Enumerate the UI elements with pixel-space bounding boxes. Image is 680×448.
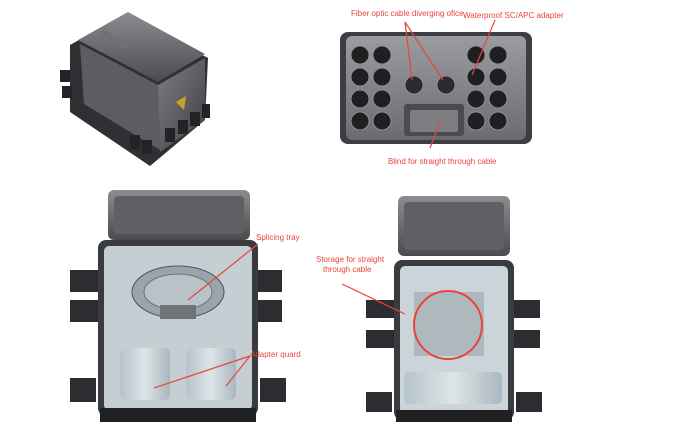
port-left-2-1 <box>372 89 392 109</box>
port-right-3-0 <box>466 111 486 131</box>
port-left-3-1 <box>372 111 392 131</box>
label-storage-line1: Storage for straight <box>316 255 385 264</box>
label-splicing-tray: Splicing tray <box>256 233 300 242</box>
label-blind: Blind for straight through cable <box>388 157 497 166</box>
label-waterproof-adapter: Waterproof SC/APC adapter <box>463 11 564 20</box>
callout-lines <box>153 19 496 389</box>
port-right-0-1 <box>488 45 508 65</box>
port-left-1-1 <box>372 67 392 87</box>
port-right-0-0 <box>466 45 486 65</box>
port-right-1-1 <box>488 67 508 87</box>
port-right-3-1 <box>488 111 508 131</box>
port-grid-right <box>466 45 508 131</box>
center-diverging-ports <box>404 75 456 95</box>
port-left-1-0 <box>350 67 370 87</box>
port-left-2-0 <box>350 89 370 109</box>
port-right-2-0 <box>466 89 486 109</box>
port-grid-left <box>350 45 392 131</box>
port-left-0-0 <box>350 45 370 65</box>
label-fiber-optic: Fiber optic cable diverging ofice <box>351 9 464 18</box>
label-adapter-quard: Adapter quard <box>250 350 301 359</box>
closed-enclosure-3d <box>60 12 210 166</box>
port-right-2-1 <box>488 89 508 109</box>
label-storage-line2: through cable <box>323 265 372 274</box>
port-right-1-0 <box>466 67 486 87</box>
open-enclosure-right <box>366 196 542 422</box>
open-enclosure-left <box>70 190 286 422</box>
port-left-3-0 <box>350 111 370 131</box>
port-left-0-1 <box>372 45 392 65</box>
